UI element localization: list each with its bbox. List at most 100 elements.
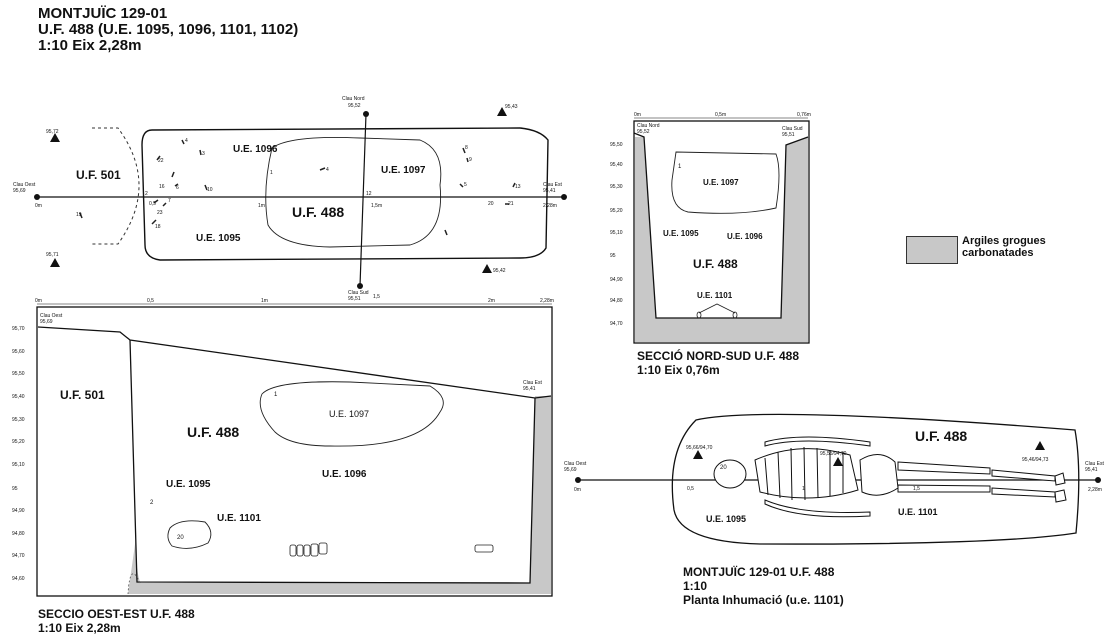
we-y-axis-ticks: 95,70 95,60 95,50 95,40 95,30 95,20 95,1… <box>12 326 25 582</box>
plan-label-ue1096: U.E. 1096 <box>233 144 278 155</box>
we-pt-2: 2 <box>150 500 154 506</box>
plan-finds-fragments <box>79 139 516 236</box>
inh-clau-oest: Clau Oest <box>564 461 587 467</box>
we-label-uf501: U.F. 501 <box>60 388 105 402</box>
inh-label-ue1101: U.E. 1101 <box>898 507 938 517</box>
plan-height-marker-se <box>482 264 492 273</box>
plan-label-ue1095: U.E. 1095 <box>196 233 241 244</box>
ns-ue1097-outline <box>671 151 780 214</box>
inh-height-marker-east <box>1035 441 1045 450</box>
plan-find-number: 10 <box>207 187 213 193</box>
inh-pt-20: 20 <box>720 465 727 471</box>
ns-clau-nord-value: 95,52 <box>637 129 650 135</box>
ns-y-tick: 94,90 <box>610 277 623 283</box>
plan-pt-sw: 95,71 <box>46 252 59 258</box>
plan-label-uf488: U.F. 488 <box>292 204 344 220</box>
plan-end: 2,28m <box>543 203 557 209</box>
plan-ue1097-outline <box>265 136 442 248</box>
inh-label-uf488: U.F. 488 <box>915 428 967 444</box>
we-caption: SECCIO OEST-EST U.F. 488 1:10 Eix 2,28m <box>38 607 195 635</box>
legend-swatch <box>906 236 958 264</box>
we-x-axis-ticks: 0m 0,5 1m 1,5 2m 2,28m <box>35 294 554 304</box>
plan-label-ue1097: U.E. 1097 <box>381 165 426 176</box>
plan-find-number: 19 <box>76 212 82 218</box>
inh-skull <box>713 459 747 489</box>
section-north-south: 0m 0,5m 0,76m Clau Nord 95,52 Clau Sud 9… <box>610 112 811 344</box>
legend-line-1: Argiles grogues <box>962 235 1046 247</box>
we-y-tick: 95,20 <box>12 439 25 445</box>
ns-y-tick: 95,10 <box>610 230 623 236</box>
ns-y-axis-ticks: 95,50 95,40 95,30 95,20 95,10 95 94,90 9… <box>610 142 623 327</box>
plan-find-number: 3 <box>202 151 205 157</box>
we-y-tick: 95,60 <box>12 349 25 355</box>
we-y-tick: 94,70 <box>12 553 25 559</box>
ns-label-ue1096: U.E. 1096 <box>727 232 763 241</box>
we-x-tick: 2m <box>488 298 495 304</box>
ns-scale-0: 0m <box>634 112 641 118</box>
plan-clau-sud: Clau Sud <box>348 290 369 296</box>
plan-clau-est-value: 95,41 <box>543 188 556 194</box>
ns-y-tick: 95,50 <box>610 142 623 148</box>
inh-clau-est: Clau Est <box>1085 461 1105 467</box>
plan-zero: 0m <box>35 203 42 209</box>
inh-end: 2,28m <box>1088 487 1102 493</box>
plan-view: U.F. 501 U.F. 488 U.E. 1096 U.E. 1097 U.… <box>13 96 567 302</box>
ns-scale-end: 0,76m <box>797 112 811 118</box>
plan-pit-outline <box>141 127 549 261</box>
ns-clau-nord: Clau Nord <box>637 123 660 129</box>
plan-find-number: 9 <box>469 157 472 163</box>
ns-clau-sud-value: 95,51 <box>782 132 795 138</box>
ns-y-tick: 95,40 <box>610 162 623 168</box>
plan-height-marker-nw <box>50 133 60 142</box>
plan-pt-se: 95,42 <box>493 268 506 274</box>
inh-clau-oest-value: 95,69 <box>564 467 577 473</box>
legend-text: Argiles grogues carbonatades <box>962 235 1046 259</box>
section-west-east: 0m 0,5 1m 1,5 2m 2,28m 95,70 95,60 95,50… <box>12 294 554 597</box>
plan-label-uf501: U.F. 501 <box>76 168 121 182</box>
inh-height-marker-west <box>693 450 703 459</box>
inh-left-tibia <box>991 469 1056 482</box>
ns-label-uf488: U.F. 488 <box>693 257 738 271</box>
we-caption-title: SECCIO OEST-EST U.F. 488 <box>38 607 195 621</box>
we-y-tick: 94,60 <box>12 576 25 582</box>
plan-clau-sud-value: 95,51 <box>348 296 361 302</box>
we-y-tick: 95 <box>12 486 18 492</box>
ns-label-ue1101: U.E. 1101 <box>697 291 733 300</box>
plan-axis-north-south <box>359 113 367 287</box>
we-caption-scale: 1:10 Eix 2,28m <box>38 621 121 635</box>
we-y-tick: 95,40 <box>12 394 25 400</box>
plan-find-number: 8 <box>465 145 468 151</box>
ns-label-ue1095: U.E. 1095 <box>663 229 699 238</box>
header-unit-title: U.F. 488 (U.E. 1095, 1096, 1101, 1102) <box>38 21 299 38</box>
plan-find-numbers: 1 2 3 4 5 6 7 8 9 10 12 13 16 18 19 20 2… <box>76 138 521 230</box>
we-label-ue1095: U.E. 1095 <box>166 479 211 490</box>
ns-cut-profile <box>633 132 809 319</box>
plan-tick-1m: 1m <box>258 203 265 209</box>
plan-clau-nord: Clau Nord <box>342 96 365 102</box>
ns-y-tick: 95,20 <box>610 208 623 214</box>
we-x-tick: 0,5 <box>147 298 154 304</box>
ns-y-tick: 95 <box>610 253 616 259</box>
we-y-tick: 95,70 <box>12 326 25 332</box>
plan-find-number: 4 <box>185 138 188 144</box>
plan-uf501-boundary <box>92 127 140 245</box>
ns-caption-title: SECCIÓ NORD-SUD U.F. 488 <box>637 349 800 363</box>
we-y-tick: 95,30 <box>12 417 25 423</box>
we-label-uf488: U.F. 488 <box>187 424 239 440</box>
we-pt-1: 1 <box>274 392 278 398</box>
we-ue1101-bones <box>289 542 494 557</box>
plan-height-marker-ne <box>497 107 507 116</box>
plan-find-number: 21 <box>508 201 514 207</box>
we-label-ue1097: U.E. 1097 <box>329 409 369 419</box>
ns-clau-sud: Clau Sud <box>782 126 803 132</box>
ns-y-tick: 95,30 <box>610 184 623 190</box>
inh-left-femur <box>897 461 991 475</box>
plan-tick-05: 0,5 <box>149 201 156 207</box>
legend-line-2: carbonatades <box>962 247 1034 259</box>
inh-caption: MONTJUÏC 129-01 U.F. 488 1:10 Planta Inh… <box>683 565 844 607</box>
ns-scale-mid: 0,5m <box>715 112 726 118</box>
plan-find-number: 2 <box>145 191 148 197</box>
plan-find-number: 4 <box>326 167 329 173</box>
inh-caption-subtitle: Planta Inhumació (u.e. 1101) <box>683 593 844 607</box>
